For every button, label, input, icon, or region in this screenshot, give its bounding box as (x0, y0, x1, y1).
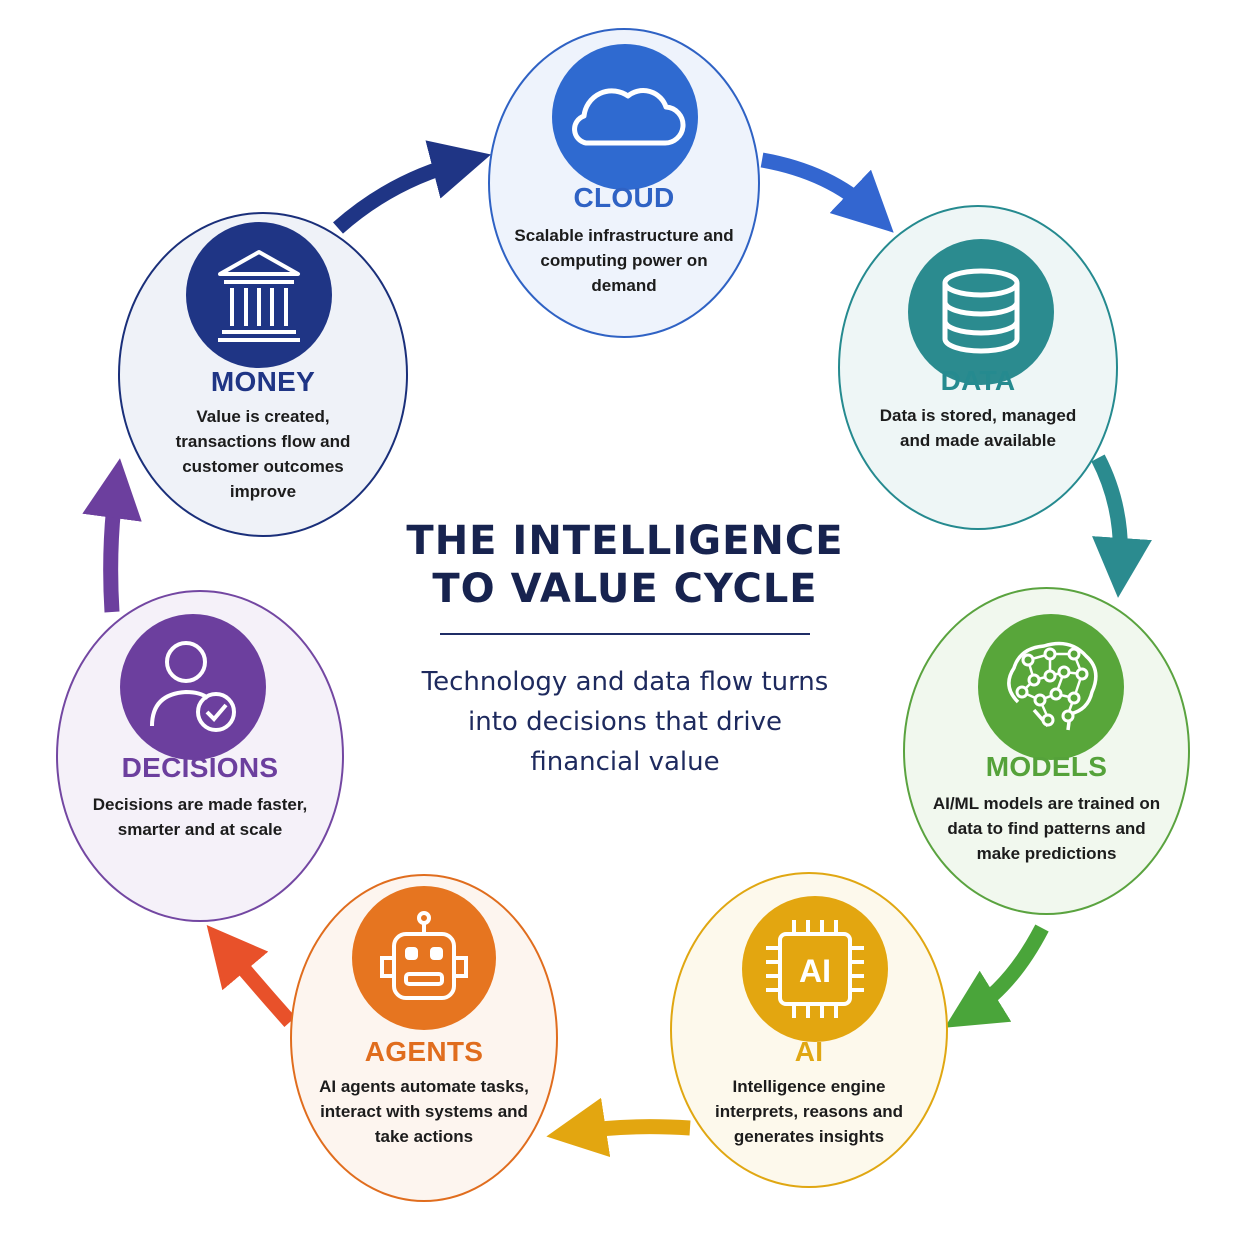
node-description: Intelligence engine interprets, reasons … (714, 1077, 903, 1146)
arrow-cloud-to-data (760, 152, 894, 233)
node-title: AI (794, 1036, 824, 1067)
robot-icon (352, 886, 496, 1030)
arrow-money-to-cloud (333, 140, 492, 234)
node-title: CLOUD (573, 182, 675, 213)
node-money: MONEY Value is created, transactions flo… (118, 212, 408, 537)
arrow-agents-to-decisions (206, 925, 296, 1027)
node-description: AI agents automate tasks, interact with … (319, 1077, 529, 1146)
node-agents: AGENTS AI agents automate tasks, interac… (290, 874, 558, 1202)
node-title: MONEY (210, 366, 316, 397)
node-title: MODELS (985, 751, 1108, 782)
node-decisions: DECISIONS Decisions are made faster, sma… (56, 590, 344, 922)
arrow-data-to-models (1091, 454, 1152, 598)
node-title: DECISIONS (121, 752, 279, 783)
neural-brain-icon (978, 614, 1124, 760)
title-divider (440, 633, 810, 635)
arrow-models-to-ai (944, 924, 1049, 1028)
arrow-decisions-to-money (82, 458, 142, 613)
user-check-icon (120, 614, 266, 760)
node-description: Data is stored, managed and made availab… (879, 406, 1077, 450)
arrow-ai-to-agents (546, 1097, 691, 1158)
ai-chip-label: AI (799, 953, 831, 989)
ai-chip-icon: AI (742, 896, 888, 1042)
node-cloud: CLOUD Scalable infrastructure and comput… (488, 28, 760, 338)
node-ai: AI AI Intelligence engine interprets, re… (670, 872, 948, 1188)
node-title: DATA (940, 365, 1016, 396)
node-description: Scalable infrastructure and computing po… (514, 226, 734, 295)
node-data: DATA Data is stored, managed and made av… (838, 205, 1118, 530)
node-models: MODELS AI/ML models are trained on data … (903, 587, 1190, 915)
bank-icon (186, 222, 332, 368)
node-description: AI/ML models are trained on data to find… (932, 794, 1161, 863)
database-icon (908, 239, 1054, 385)
diagram-subtitle: Technology and data flow turns into deci… (421, 667, 829, 777)
cloud-icon (552, 44, 698, 190)
diagram-title: THE INTELLIGENCE TO VALUE CYCLE (406, 518, 844, 612)
node-description: Value is created, transactions flow and … (175, 407, 351, 501)
node-title: AGENTS (364, 1036, 484, 1067)
node-description: Decisions are made faster, smarter and a… (92, 795, 308, 839)
